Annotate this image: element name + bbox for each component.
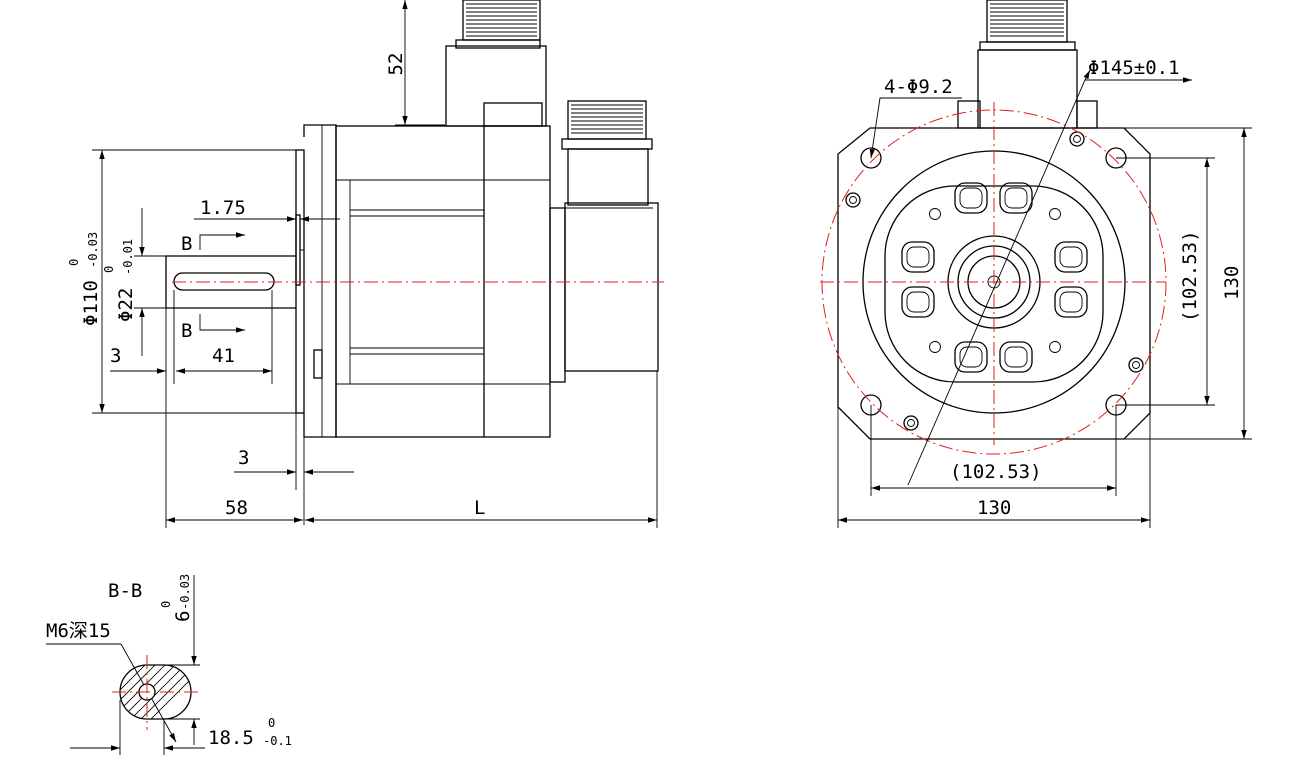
front-centerlines (820, 102, 1167, 455)
dim-phi110-tol-up: 0 (67, 259, 81, 266)
dim-130-v-label: 130 (1221, 266, 1243, 300)
dim-130-h-label: 130 (977, 497, 1011, 519)
dim-58-label: 58 (225, 497, 248, 519)
dim-phi110-tol-low: -0.03 (86, 232, 100, 268)
dim-phi22-tol-low: -0.01 (121, 239, 135, 275)
pcd-label: Φ145±0.1 (1088, 57, 1180, 79)
leader-holes: 4-Φ9.2 (869, 76, 962, 159)
key-main: 6 (172, 611, 194, 622)
dim-41-label: 41 (212, 345, 235, 367)
dim-58-L: 58 L (165, 371, 658, 528)
holes-label: 4-Φ9.2 (884, 76, 953, 98)
dim-130-horizontal: 130 (837, 407, 1151, 528)
lightening-pockets (901, 182, 1088, 373)
depth-main: 18.5 (208, 727, 254, 749)
key-tol-low: -0.03 (178, 574, 192, 610)
dim-3-flange-label: 3 (238, 447, 249, 469)
section-hatch (120, 665, 191, 719)
section-mark-b-top: B (181, 233, 192, 255)
front-view: 4-Φ9.2 Φ145±0.1 (102.53) 130 (102.53) (820, 0, 1252, 528)
dim-L-label: L (474, 497, 485, 519)
dim-phi110: Φ110 0 -0.03 (67, 149, 296, 414)
section-mark-bottom: B (181, 314, 245, 342)
motor-body (303, 124, 659, 438)
section-title: B-B (108, 580, 142, 602)
section-mark-top: B (181, 232, 245, 255)
dim-phi22-label: Φ22 (115, 288, 137, 322)
depth-tol-low: -0.1 (263, 734, 292, 748)
dim-3-shaft-label: 3 (110, 345, 121, 367)
dim-key-6: 6 0 -0.03 (159, 574, 200, 745)
dim-102-vertical: (102.53) (1116, 157, 1215, 406)
dim-3-flange: 3 (234, 413, 354, 525)
depth-tol-up: 0 (268, 716, 275, 730)
dim-102-h-label: (102.53) (950, 461, 1042, 483)
top-connector (445, 0, 547, 127)
dim-52-label: 52 (385, 53, 407, 76)
dim-phi22-tol-up: 0 (102, 266, 116, 273)
leader-pcd: Φ145±0.1 (907, 57, 1192, 486)
section-view: B-B M6深15 6 0 -0.03 18.5 (46, 574, 292, 755)
dim-102-horizontal: (102.53) (870, 405, 1117, 496)
dim-102-v-label: (102.53) (1179, 230, 1201, 322)
thread-label: M6深15 (46, 620, 111, 642)
small-holes (929, 208, 1061, 353)
dim-3-shaft: 3 41 (110, 290, 273, 384)
rear-connector (561, 100, 653, 206)
dim-phi110-label: Φ110 (80, 280, 102, 326)
dim-1-75-label: 1.75 (200, 197, 246, 219)
key-tol-up: 0 (159, 601, 173, 608)
front-connector (957, 0, 1098, 129)
dim-phi22: Φ22 0 -0.01 (102, 208, 166, 356)
dim-52: 52 (385, 0, 445, 126)
dim-depth-18-5: 18.5 0 -0.1 (70, 700, 292, 755)
section-mark-b-bottom: B (181, 320, 192, 342)
dim-130-vertical: 130 (1124, 127, 1252, 440)
side-view: 52 1.75 B B Φ110 0 -0.03 (67, 0, 664, 528)
dim-1-75: 1.75 (194, 197, 340, 222)
